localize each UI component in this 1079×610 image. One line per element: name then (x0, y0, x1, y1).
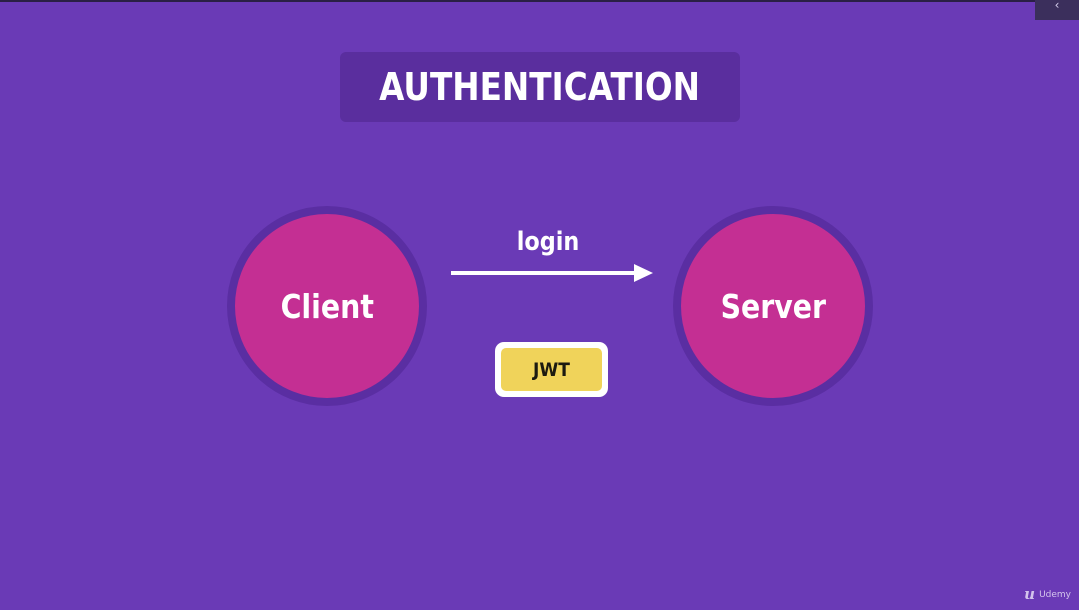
corner-collapse-button[interactable]: ‹ (1035, 0, 1079, 20)
client-node: Client (227, 206, 427, 406)
udemy-logo-icon: u (1024, 585, 1036, 603)
client-label: Client (280, 286, 374, 326)
arrow-head-icon (634, 264, 653, 282)
udemy-watermark-text: Udemy (1039, 589, 1071, 600)
jwt-token-badge: JWT (495, 342, 608, 397)
jwt-token-inner: JWT (501, 348, 602, 391)
udemy-watermark: u Udemy (1024, 587, 1071, 602)
arrow-label: login (516, 227, 580, 257)
server-node: Server (673, 206, 873, 406)
chevron-icon: ‹ (1054, 0, 1060, 12)
jwt-token-label: JWT (533, 358, 570, 381)
slide-title: AUTHENTICATION (379, 65, 701, 109)
server-label: Server (720, 286, 826, 326)
top-edge-divider (0, 0, 1079, 2)
title-banner: AUTHENTICATION (340, 52, 740, 122)
login-arrow (451, 264, 653, 282)
